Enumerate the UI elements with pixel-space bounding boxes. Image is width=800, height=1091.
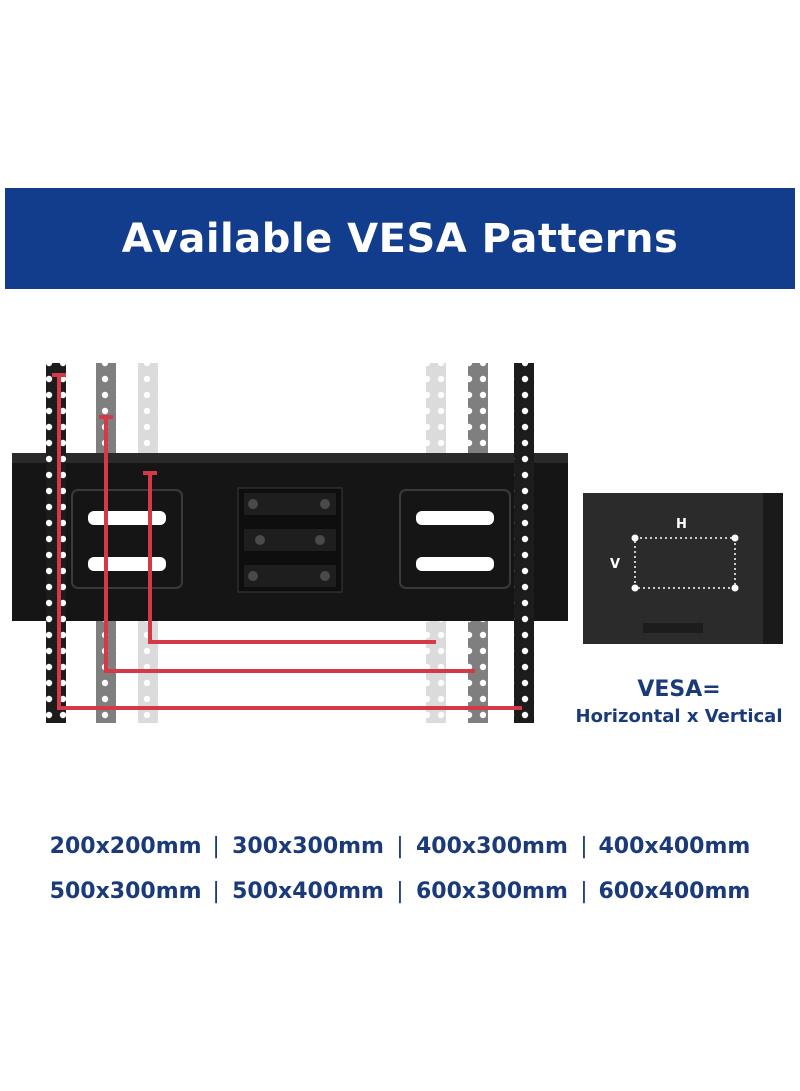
vesa-measure-lines — [52, 373, 522, 710]
wall-plate — [12, 453, 568, 621]
vertical-label: V — [610, 557, 620, 572]
pattern-item: 200x200mm — [49, 834, 202, 859]
pattern-item: 500x300mm — [49, 879, 202, 904]
pattern-item: 600x400mm — [598, 879, 751, 904]
pattern-item: 300x300mm — [232, 834, 384, 859]
vesa-formula: VESA= Horizontal x Vertical — [560, 676, 798, 730]
vesa-equation: VESA= — [637, 677, 721, 702]
separator: | — [396, 834, 404, 859]
mount-bracket-diagram — [12, 363, 568, 723]
vesa-description: Horizontal x Vertical — [575, 706, 783, 727]
separator: | — [212, 879, 220, 904]
separator: | — [580, 879, 588, 904]
pattern-item: 400x400mm — [598, 834, 751, 859]
vesa-pattern-list: 200x200mm | 300x300mm | 400x300mm | 400x… — [40, 824, 760, 914]
pattern-item: 400x300mm — [416, 834, 568, 859]
separator: | — [580, 834, 588, 859]
tv-back-illustration: H V — [583, 493, 783, 644]
horizontal-label: H — [676, 517, 687, 532]
separator: | — [212, 834, 220, 859]
title-banner: Available VESA Patterns — [5, 188, 795, 289]
pattern-row: 500x300mm | 500x400mm | 600x300mm | 600x… — [40, 869, 760, 914]
separator: | — [396, 879, 404, 904]
pattern-row: 200x200mm | 300x300mm | 400x300mm | 400x… — [40, 824, 760, 869]
arm-outer-left — [46, 363, 66, 723]
pattern-item: 500x400mm — [232, 879, 384, 904]
pattern-item: 600x300mm — [416, 879, 568, 904]
arm-outer-right — [514, 363, 534, 723]
page-title: Available VESA Patterns — [121, 215, 679, 262]
